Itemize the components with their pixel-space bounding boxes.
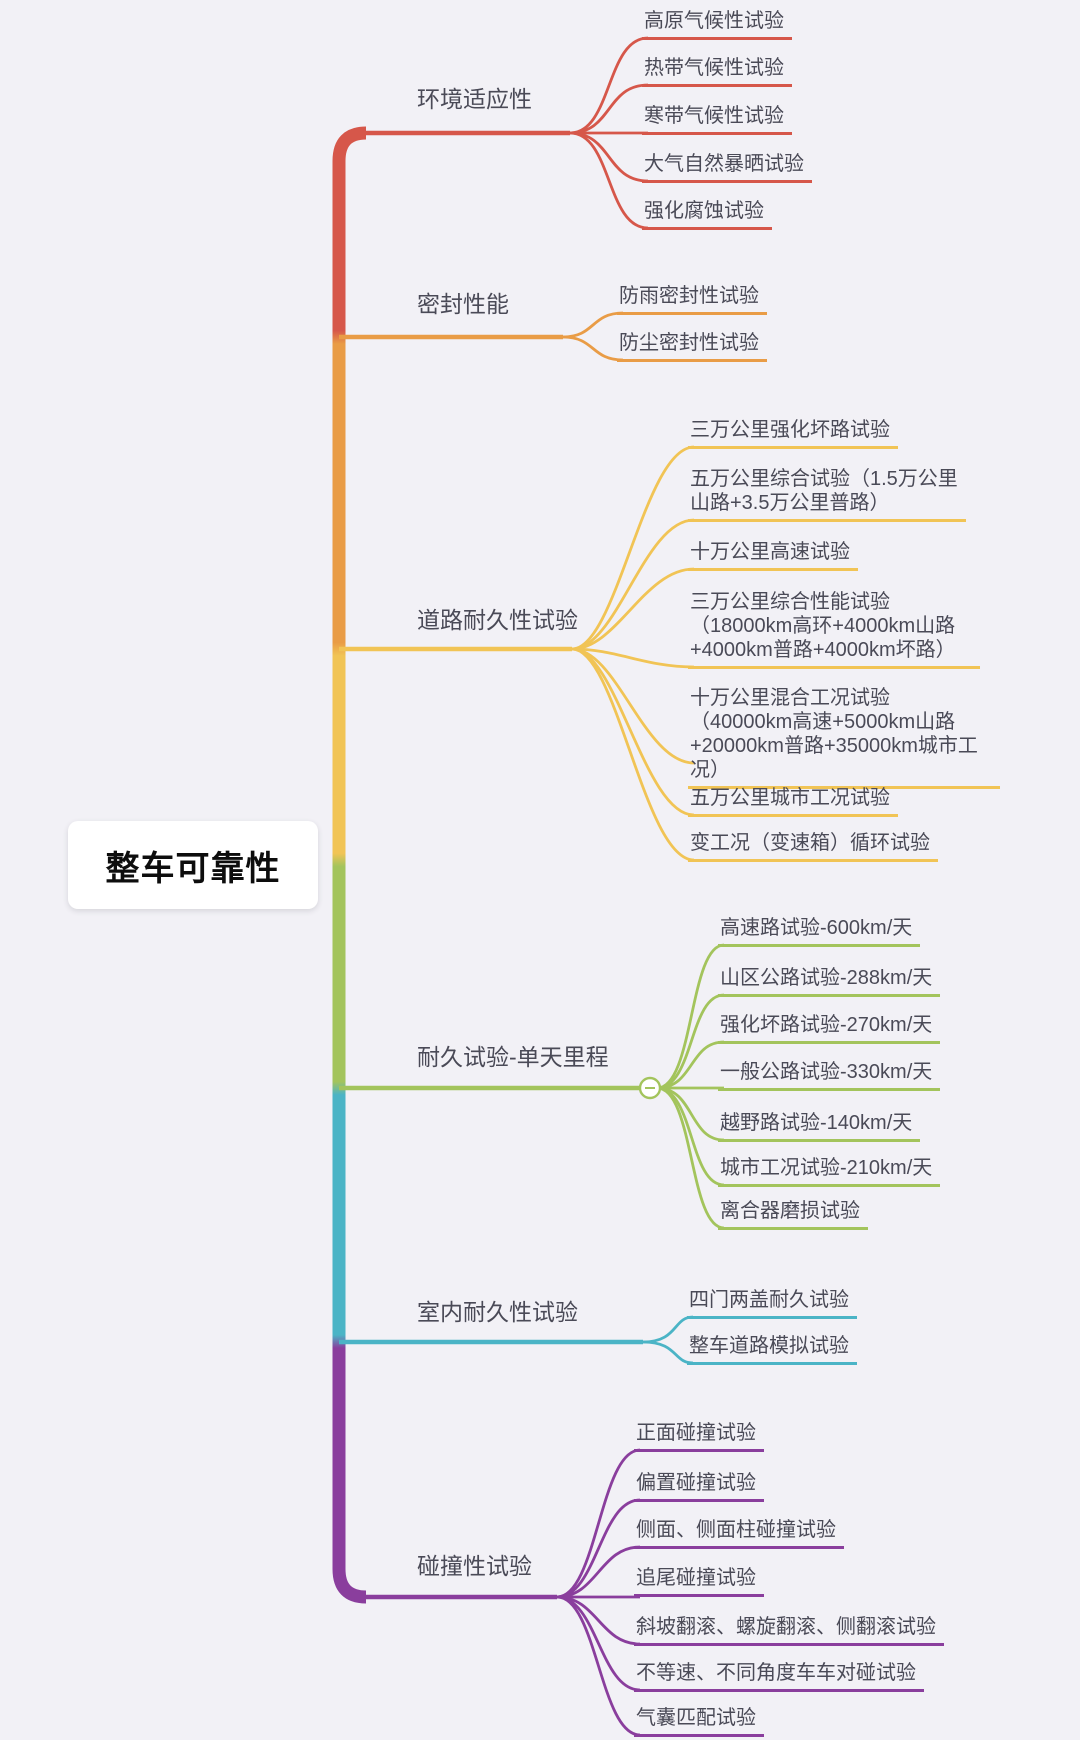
child-topic[interactable]: 山区公路试验-288km/天: [718, 964, 941, 997]
child-topic[interactable]: 防雨密封性试验: [617, 282, 767, 315]
child-topic[interactable]: 四门两盖耐久试验: [687, 1286, 857, 1319]
child-connector: [569, 83, 649, 135]
child-connector: [569, 131, 649, 183]
child-topic[interactable]: 城市工况试验-210km/天: [718, 1154, 941, 1187]
branch-topic-indoor-durability[interactable]: 室内耐久性试验: [417, 1299, 578, 1325]
child-topic[interactable]: 侧面、侧面柱碰撞试验: [634, 1516, 844, 1549]
child-connector: [556, 1448, 641, 1599]
child-connector: [571, 647, 695, 817]
child-topic[interactable]: 五万公里综合试验（1.5万公里山路+3.5万公里普路）: [688, 465, 966, 522]
child-topic[interactable]: 正面碰撞试验: [634, 1419, 764, 1452]
child-connector: [569, 36, 649, 135]
child-connector: [556, 1545, 641, 1599]
child-connector: [642, 1315, 694, 1344]
child-connector: [562, 335, 624, 362]
child-connector: [569, 131, 649, 230]
child-connector: [556, 1498, 641, 1599]
child-topic[interactable]: 十万公里高速试验: [688, 538, 858, 571]
child-topic[interactable]: 不等速、不同角度车车对碰试验: [634, 1659, 924, 1692]
child-connector: [656, 993, 725, 1090]
child-topic[interactable]: 变工况（变速箱）循环试验: [688, 829, 938, 862]
child-connector: [571, 518, 695, 651]
child-topic[interactable]: 一般公路试验-330km/天: [718, 1058, 941, 1091]
trunk-spine: [332, 126, 367, 1604]
child-topic[interactable]: 气囊匹配试验: [634, 1704, 764, 1737]
child-topic[interactable]: 高原气候性试验: [642, 7, 792, 40]
child-connector: [656, 1086, 725, 1187]
child-topic[interactable]: 热带气候性试验: [642, 54, 792, 87]
child-topic[interactable]: 越野路试验-140km/天: [718, 1109, 921, 1142]
root-topic-label: 整车可靠性: [105, 849, 281, 888]
branch-topic-road-durability[interactable]: 道路耐久性试验: [417, 607, 578, 633]
branch-topic-daily-mileage[interactable]: 耐久试验-单天里程: [417, 1044, 609, 1070]
child-connector: [571, 445, 695, 651]
child-topic[interactable]: 斜坡翻滚、螺旋翻滚、侧翻滚试验: [634, 1613, 944, 1646]
child-connector: [571, 647, 695, 669]
child-topic[interactable]: 强化腐蚀试验: [642, 197, 772, 230]
child-connector: [556, 1595, 641, 1646]
child-connector: [571, 647, 695, 862]
child-topic[interactable]: 三万公里综合性能试验（18000km高环+4000km山路+4000km普路+4…: [688, 588, 980, 669]
child-topic[interactable]: 偏置碰撞试验: [634, 1469, 764, 1502]
child-topic[interactable]: 强化坏路试验-270km/天: [718, 1011, 941, 1044]
child-topic[interactable]: 防尘密封性试验: [617, 329, 767, 362]
child-topic[interactable]: 三万公里强化坏路试验: [688, 416, 898, 449]
child-topic[interactable]: 大气自然暴晒试验: [642, 150, 812, 183]
child-topic[interactable]: 高速路试验-600km/天: [718, 914, 921, 947]
child-topic[interactable]: 整车道路模拟试验: [687, 1332, 857, 1365]
child-connector: [656, 1086, 725, 1230]
child-topic[interactable]: 追尾碰撞试验: [634, 1564, 764, 1597]
branch-topic-crash[interactable]: 碰撞性试验: [417, 1553, 532, 1579]
child-topic[interactable]: 离合器磨损试验: [718, 1197, 868, 1230]
child-connector: [656, 943, 725, 1090]
child-topic[interactable]: 寒带气候性试验: [642, 102, 792, 135]
root-topic[interactable]: 整车可靠性: [68, 821, 318, 909]
child-topic[interactable]: 五万公里城市工况试验: [688, 784, 898, 817]
branch-topic-environment[interactable]: 环境适应性: [417, 86, 532, 112]
child-connector: [556, 1595, 641, 1737]
branch-topic-sealing[interactable]: 密封性能: [417, 291, 509, 317]
collapse-toggle[interactable]: [638, 1076, 662, 1100]
child-connector: [656, 1040, 725, 1090]
child-connector: [571, 567, 695, 651]
child-connector: [562, 311, 624, 339]
child-topic[interactable]: 十万公里混合工况试验（40000km高速+5000km山路+20000km普路+…: [688, 684, 1000, 789]
child-connector: [571, 647, 695, 765]
child-connector: [642, 1340, 694, 1365]
